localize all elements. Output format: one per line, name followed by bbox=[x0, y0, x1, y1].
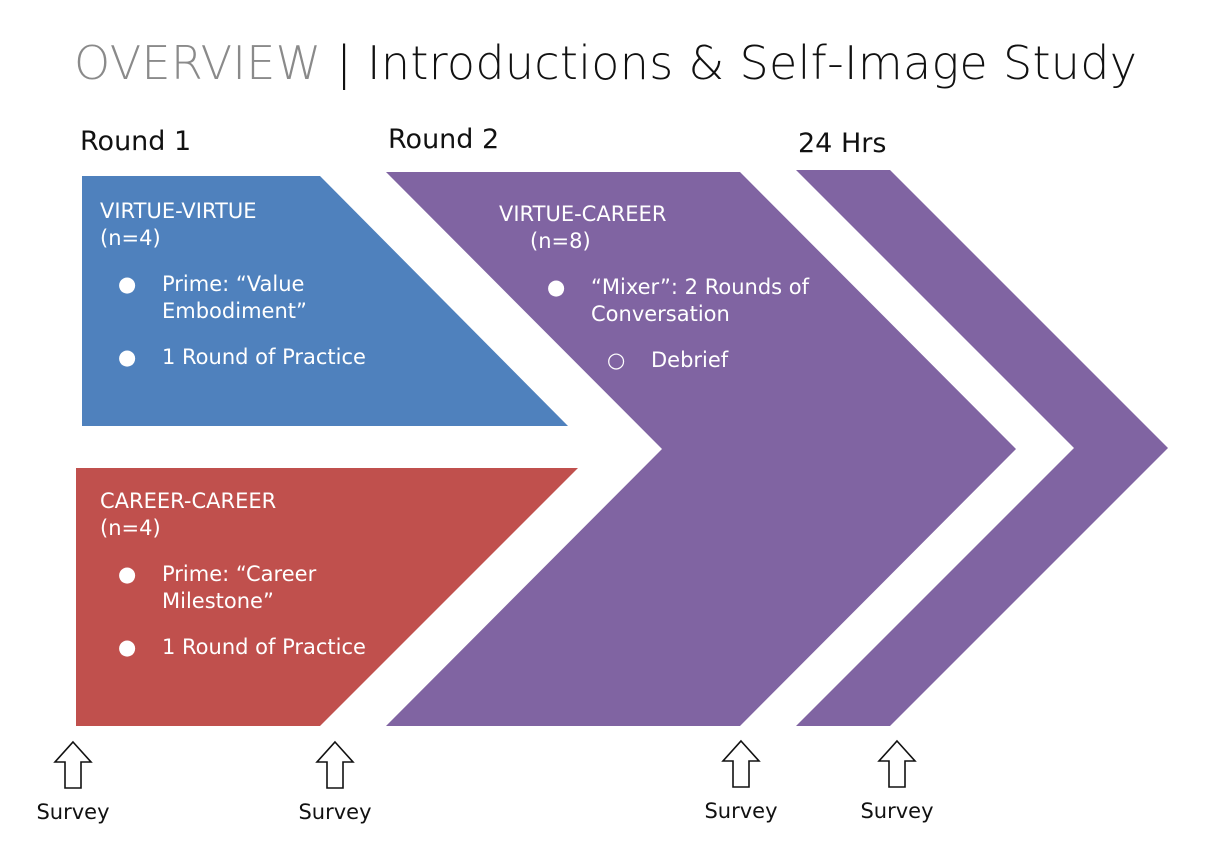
survey-marker: Survey bbox=[852, 739, 942, 823]
virtue-career-subitem: Debrief bbox=[651, 348, 729, 372]
career-career-item-1: Prime: “Career Milestone” bbox=[162, 562, 317, 613]
virtue-virtue-title: VIRTUE-VIRTUE bbox=[100, 199, 257, 223]
virtue-career-block: VIRTUE-CAREER (n=8) ●“Mixer”: 2 Rounds o… bbox=[499, 201, 839, 374]
virtue-virtue-item-2: 1 Round of Practice bbox=[162, 345, 366, 369]
career-career-title: CAREER-CAREER bbox=[100, 489, 277, 513]
up-arrow-icon bbox=[53, 740, 93, 789]
round-1-label: Round 1 bbox=[80, 126, 192, 157]
survey-label: Survey bbox=[298, 800, 372, 824]
survey-marker: Survey bbox=[28, 740, 118, 824]
survey-label: Survey bbox=[704, 799, 778, 823]
virtue-virtue-shape bbox=[82, 176, 568, 426]
virtue-career-chevron bbox=[386, 172, 1016, 726]
list-item: ●1 Round of Practice bbox=[118, 635, 366, 659]
up-arrow-icon bbox=[315, 740, 355, 789]
24-hrs-chevron bbox=[796, 170, 1168, 726]
career-career-item-2: 1 Round of Practice bbox=[162, 635, 366, 659]
survey-marker: Survey bbox=[290, 740, 380, 824]
up-arrow-icon bbox=[877, 739, 917, 788]
virtue-virtue-block: VIRTUE-VIRTUE (n=4) ●Prime: “Value Embod… bbox=[100, 198, 400, 371]
list-item: ○Debrief bbox=[607, 348, 729, 372]
survey-label: Survey bbox=[860, 799, 934, 823]
career-career-n: (n=4) bbox=[100, 516, 161, 540]
title-prefix: OVERVIEW bbox=[74, 36, 322, 90]
page-title: OVERVIEW | Introductions & Self-Image St… bbox=[74, 36, 1137, 90]
virtue-virtue-n: (n=4) bbox=[100, 226, 161, 250]
survey-label: Survey bbox=[36, 800, 110, 824]
virtue-career-title: VIRTUE-CAREER bbox=[499, 202, 667, 226]
title-separator: | bbox=[336, 36, 353, 90]
virtue-virtue-item-1: Prime: “Value Embodiment” bbox=[162, 272, 307, 323]
24-hrs-label: 24 Hrs bbox=[798, 128, 887, 159]
list-item: ●Prime: “Value Embodiment” bbox=[118, 272, 307, 323]
list-item: ●1 Round of Practice bbox=[118, 345, 366, 369]
virtue-career-item: “Mixer”: 2 Rounds of Conversation bbox=[591, 275, 810, 326]
career-career-block: CAREER-CAREER (n=4) ●Prime: “Career Mile… bbox=[100, 488, 400, 661]
virtue-career-n: (n=8) bbox=[530, 229, 591, 253]
list-item: ●Prime: “Career Milestone” bbox=[118, 562, 317, 613]
title-main: Introductions & Self-Image Study bbox=[367, 36, 1138, 90]
list-item: ●“Mixer”: 2 Rounds of Conversation bbox=[547, 275, 810, 326]
up-arrow-icon bbox=[721, 739, 761, 788]
survey-marker: Survey bbox=[696, 739, 786, 823]
career-career-shape bbox=[76, 468, 578, 726]
round-2-label: Round 2 bbox=[388, 124, 500, 155]
